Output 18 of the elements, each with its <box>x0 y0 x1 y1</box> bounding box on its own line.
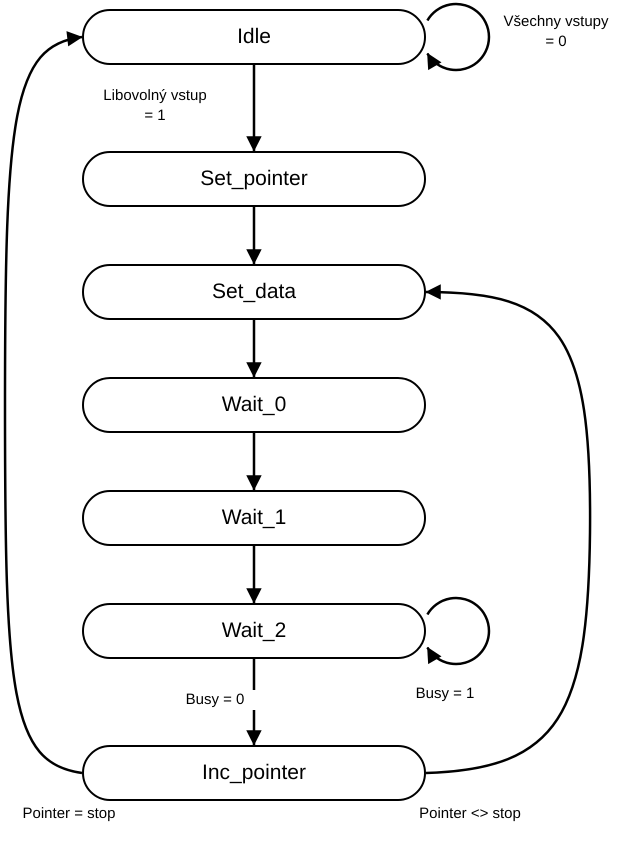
arrow <box>246 207 262 265</box>
arrow <box>425 284 592 774</box>
state-name: Set_data <box>212 279 296 306</box>
state-name: Inc_pointer <box>202 760 306 786</box>
state-name: Set_pointer <box>200 166 308 192</box>
arrow <box>4 32 83 774</box>
state-name: Wait_1 <box>222 505 286 532</box>
arrow <box>246 65 262 152</box>
arrow <box>426 2 490 72</box>
state-name: Wait_0 <box>222 392 286 418</box>
arrow <box>246 546 262 604</box>
state-name: Wait_2 <box>222 618 286 644</box>
state-name: Idle <box>237 24 271 50</box>
arrow <box>426 596 490 666</box>
arrow <box>246 433 262 491</box>
state-box <box>82 9 426 65</box>
state-box <box>82 603 426 659</box>
arrow <box>246 320 262 378</box>
